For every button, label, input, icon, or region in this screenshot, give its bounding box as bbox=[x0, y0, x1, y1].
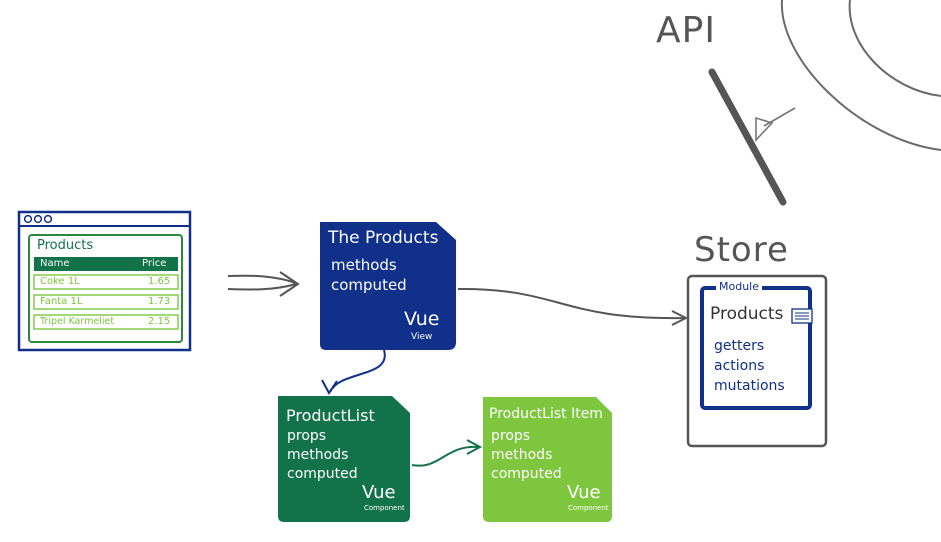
module-item: actions bbox=[714, 358, 765, 374]
item-box-line: computed bbox=[491, 466, 562, 482]
view-box-title: The Products bbox=[328, 228, 439, 248]
api-barrier bbox=[708, 68, 787, 206]
table-cell-name: Tripel Karmeliet bbox=[40, 316, 115, 327]
table-row-frame bbox=[33, 294, 179, 310]
view-to-list-arrow bbox=[329, 349, 386, 393]
browser-dot-2 bbox=[33, 214, 43, 224]
item-box-vue-badge: Vue bbox=[567, 482, 601, 503]
browser-dot-1 bbox=[23, 214, 33, 224]
list-box-line: methods bbox=[287, 447, 349, 463]
item-box bbox=[483, 397, 612, 522]
module-item: mutations bbox=[714, 378, 785, 394]
list-to-item-arrow bbox=[411, 445, 479, 467]
api-arc-outer bbox=[780, 0, 941, 151]
api-arrow-head bbox=[755, 116, 774, 143]
table-row-frame bbox=[33, 314, 179, 330]
item-box-line: props bbox=[491, 428, 531, 444]
view-box-line: methods bbox=[331, 256, 397, 274]
item-box-line: methods bbox=[491, 447, 553, 463]
table-cell-price: 1.73 bbox=[148, 296, 171, 307]
module-name: Products bbox=[710, 304, 784, 324]
api-arc-inner bbox=[848, 0, 941, 97]
view-box-vue-badge: Vue bbox=[404, 308, 440, 330]
item-box-vue-sub: Component bbox=[568, 504, 609, 512]
view-box-vue-sub: View bbox=[411, 332, 433, 342]
browser-products-title: Products bbox=[37, 238, 94, 253]
double-arrow-head bbox=[279, 271, 300, 297]
module-item: getters bbox=[714, 338, 765, 354]
table-header-price: Price bbox=[142, 258, 167, 269]
view-to-list-arrowhead bbox=[321, 379, 338, 395]
list-box-vue-sub: Component bbox=[364, 504, 405, 512]
api-arrow-line bbox=[763, 107, 796, 127]
browser-dot-3 bbox=[43, 214, 53, 224]
list-to-item-arrowhead bbox=[466, 439, 483, 455]
item-box-title: ProductList Item bbox=[489, 406, 603, 422]
table-cell-price: 2.15 bbox=[148, 316, 171, 327]
view-to-store-arrow bbox=[457, 287, 685, 320]
module-label: Module bbox=[716, 280, 762, 293]
double-arrow-bottom bbox=[227, 283, 297, 291]
list-box bbox=[278, 396, 410, 522]
view-box bbox=[320, 222, 456, 350]
list-box-line: computed bbox=[287, 466, 358, 482]
table-cell-name: Coke 1L bbox=[40, 276, 80, 287]
table-cell-name: Fanta 1L bbox=[40, 296, 83, 307]
view-box-line: computed bbox=[331, 276, 407, 294]
list-box-vue-badge: Vue bbox=[362, 482, 396, 503]
double-arrow-top bbox=[227, 274, 297, 284]
table-row-frame bbox=[33, 274, 179, 290]
table-header-name: Name bbox=[40, 258, 70, 269]
list-box-title: ProductList bbox=[286, 406, 375, 425]
table-header-bar bbox=[34, 257, 178, 271]
api-label: API bbox=[656, 10, 716, 51]
list-box-line: props bbox=[287, 428, 327, 444]
view-to-store-arrowhead bbox=[671, 310, 689, 326]
store-title: Store bbox=[694, 230, 789, 270]
table-cell-price: 1.65 bbox=[148, 276, 171, 287]
